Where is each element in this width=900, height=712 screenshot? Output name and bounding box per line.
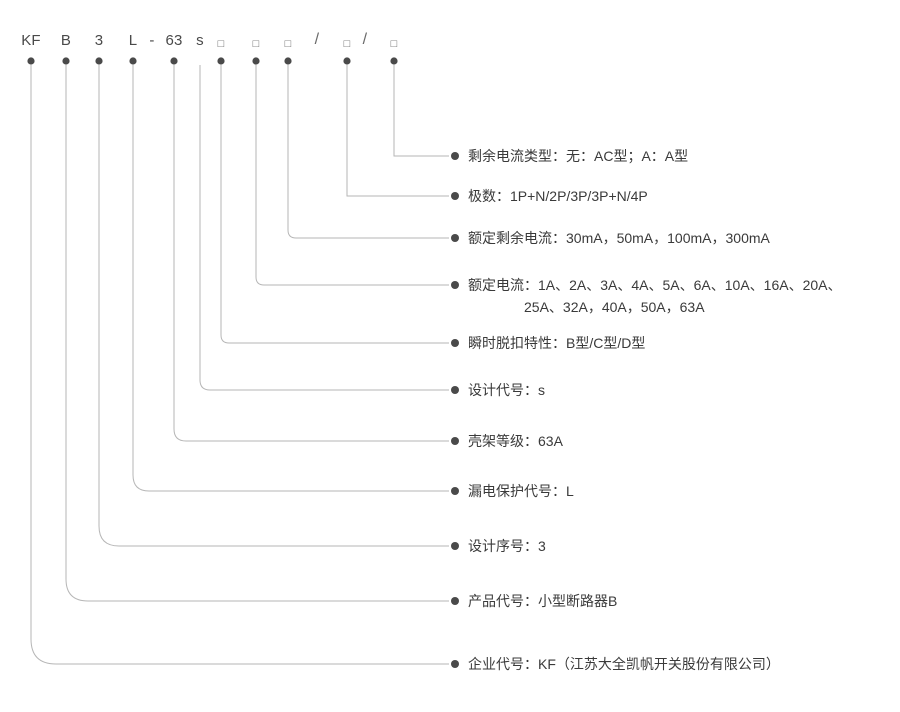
callout-design-code-label: 设计代号：s bbox=[468, 379, 545, 401]
code-node-dot-pole-number bbox=[343, 57, 351, 65]
code-token-rated-current: □ bbox=[252, 38, 260, 50]
code-node-dot-trip-characteristic bbox=[217, 57, 225, 65]
code-node-dot-rated-residual bbox=[284, 57, 292, 65]
callout-frame-rating-label-line1: 壳架等级：63A bbox=[468, 433, 563, 449]
code-token-pole-number: □ bbox=[343, 38, 351, 50]
callout-trip-characteristic-label-line1: 瞬时脱扣特性：B型/C型/D型 bbox=[468, 335, 646, 351]
connector-callout-enterprise-code bbox=[30, 65, 449, 665]
code-token-residual-type: □ bbox=[390, 38, 398, 50]
code-node-dot-frame-rating bbox=[170, 57, 178, 65]
connector-callout-rated-residual-current bbox=[287, 65, 449, 239]
connector-callout-design-code bbox=[199, 65, 449, 391]
callout-rated-residual-current-label-line1: 额定剩余电流：30mA，50mA，100mA，300mA bbox=[468, 230, 770, 246]
code-token-rated-residual: □ bbox=[284, 38, 292, 50]
code-token-slash-2: / bbox=[362, 31, 368, 48]
connector-callout-frame-rating bbox=[173, 65, 449, 442]
connector-callout-pole-number bbox=[346, 65, 449, 197]
code-node-dot-product-code bbox=[62, 57, 70, 65]
code-token-design-serial: 3 bbox=[94, 32, 104, 49]
bullet-callout-rated-residual-current bbox=[451, 234, 459, 242]
callout-bullet-dots bbox=[451, 152, 459, 668]
callout-pole-number-label-line1: 极数：1P+N/2P/3P/3P+N/4P bbox=[468, 188, 648, 204]
bullet-callout-product-code bbox=[451, 597, 459, 605]
callout-design-code-label-line1: 设计代号：s bbox=[468, 382, 545, 398]
bullet-callout-rated-current bbox=[451, 281, 459, 289]
connector-callout-rated-current bbox=[255, 65, 449, 286]
callout-trip-characteristic-label: 瞬时脱扣特性：B型/C型/D型 bbox=[468, 332, 645, 354]
connector-callout-trip-characteristic bbox=[220, 65, 449, 344]
code-node-dot-enterprise-code bbox=[27, 57, 35, 65]
code-token-leakage-protection: L bbox=[128, 32, 138, 49]
bullet-callout-pole-number bbox=[451, 192, 459, 200]
bullet-callout-trip-characteristic bbox=[451, 339, 459, 347]
code-node-dot-design-serial bbox=[95, 57, 103, 65]
connector-callout-leakage-protection-code bbox=[132, 65, 449, 492]
callout-product-code-label-line1: 产品代号：小型断路器B bbox=[468, 593, 618, 609]
code-node-dots bbox=[27, 57, 398, 65]
bullet-callout-frame-rating bbox=[451, 437, 459, 445]
callout-design-serial-number-label: 设计序号：3 bbox=[468, 535, 546, 557]
code-token-product-code: B bbox=[60, 32, 72, 49]
callout-enterprise-code-label-line1: 企业代号：KF（江苏大全凯帆开关股份有限公司） bbox=[468, 656, 780, 672]
callout-residual-current-type-label: 剩余电流类型：无：AC型；A：A型 bbox=[468, 145, 688, 167]
callout-enterprise-code-label: 企业代号：KF（江苏大全凯帆开关股份有限公司） bbox=[468, 653, 780, 675]
callout-pole-number-label: 极数：1P+N/2P/3P/3P+N/4P bbox=[468, 185, 648, 207]
callout-rated-current-label-line1: 额定电流：1A、2A、3A、4A、5A、6A、10A、16A、20A、 bbox=[468, 277, 842, 293]
bullet-callout-enterprise-code bbox=[451, 660, 459, 668]
code-token-enterprise-code: KF bbox=[21, 32, 41, 49]
bullet-callout-residual-current-type bbox=[451, 152, 459, 160]
code-token-dash-separator: - bbox=[149, 32, 155, 49]
code-token-frame-rating: 63 bbox=[165, 32, 183, 49]
code-node-dot-residual-type bbox=[390, 57, 398, 65]
callout-design-serial-number-label-line1: 设计序号：3 bbox=[468, 538, 546, 554]
callout-product-code-label: 产品代号：小型断路器B bbox=[468, 590, 617, 612]
callout-rated-current-label-line2: 25A、32A，40A，50A，63A bbox=[524, 299, 705, 315]
code-node-dot-rated-current bbox=[252, 57, 260, 65]
code-token-slash-1: / bbox=[314, 31, 320, 48]
connector-callout-design-serial-number bbox=[98, 65, 449, 547]
callout-residual-current-type-label-line1: 剩余电流类型：无：AC型；A：A型 bbox=[468, 148, 689, 164]
bullet-callout-leakage-protection-code bbox=[451, 487, 459, 495]
connector-paths bbox=[30, 65, 449, 665]
callout-leakage-protection-code-label: 漏电保护代号：L bbox=[468, 480, 574, 502]
bullet-callout-design-code bbox=[451, 386, 459, 394]
code-token-design-code: s bbox=[196, 32, 204, 49]
callout-rated-residual-current-label: 额定剩余电流：30mA，50mA，100mA，300mA bbox=[468, 227, 770, 249]
bullet-callout-design-serial-number bbox=[451, 542, 459, 550]
code-node-dot-leakage-protection bbox=[129, 57, 137, 65]
callout-rated-current-label: 额定电流：1A、2A、3A、4A、5A、6A、10A、16A、20A、 25A、3… bbox=[468, 274, 841, 318]
callout-frame-rating-label: 壳架等级：63A bbox=[468, 430, 563, 452]
callout-leakage-protection-code-label-line1: 漏电保护代号：L bbox=[468, 483, 574, 499]
code-token-trip-characteristic: □ bbox=[217, 38, 225, 50]
connector-callout-product-code bbox=[65, 65, 449, 602]
connector-callout-residual-current-type bbox=[393, 65, 449, 157]
